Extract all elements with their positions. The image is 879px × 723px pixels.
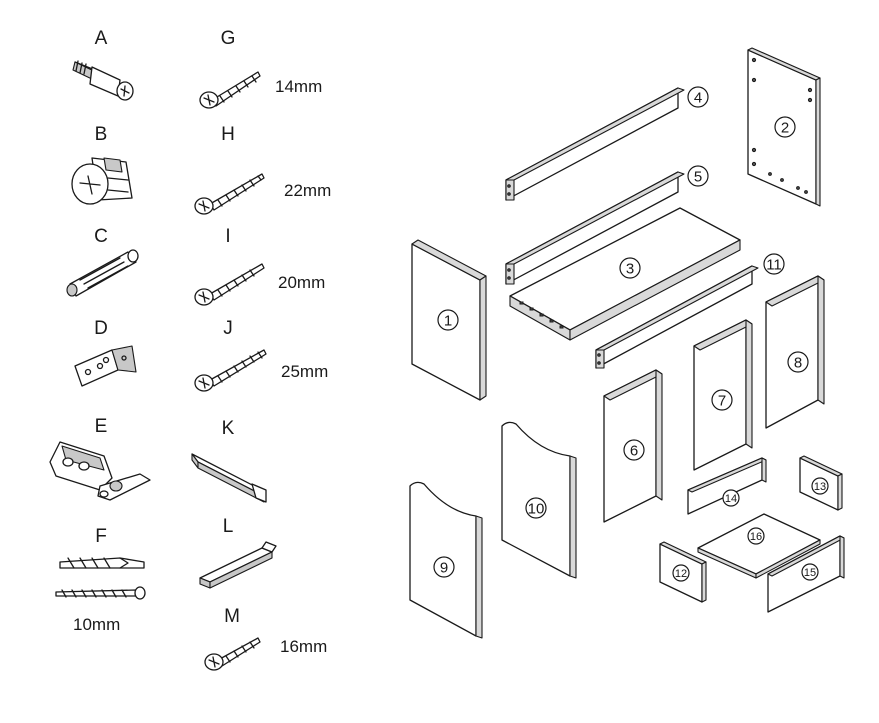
hardware-letter-c: C [94,226,108,247]
part-number-4: 4 [694,90,702,107]
part-number-1: 1 [444,313,452,330]
hardware-size-m: 16mm [280,637,327,656]
wall-plug-and-screw-icon [55,557,146,600]
cam-bolt-icon [72,60,134,101]
panel-3: 3 [509,207,741,341]
cam-lock-icon [71,157,133,205]
screw-icon [204,637,261,671]
hardware-letter-d: D [94,318,108,339]
panel-10: 10 [501,421,577,579]
hardware-size-h: 22mm [284,181,331,200]
hardware-e: E [49,416,151,501]
hardware-size-i: 20mm [278,273,325,292]
part-number-7: 7 [718,393,726,410]
hardware-k: K [191,418,267,503]
handle-icon [199,541,277,589]
panel-2: 2 [747,47,821,207]
hardware-a: A [72,28,134,101]
part-number-5: 5 [694,169,702,186]
part-number-11: 11 [766,257,782,274]
hardware-f: F 10mm [55,526,146,634]
part-number-3: 3 [626,261,634,278]
panel-11: 11 [595,253,785,369]
part-number-10: 10 [528,501,545,518]
hardware-letter-k: K [222,418,235,439]
part-number-9: 9 [440,560,448,577]
hardware-letter-i: I [225,226,230,247]
hardware-letter-b: B [95,124,108,145]
hardware-j: J 25mm [194,318,328,392]
hardware-h: H 22mm [194,124,331,215]
part-number-14: 14 [725,493,737,505]
screw-icon [194,173,265,215]
hardware-letter-f: F [95,526,107,547]
hardware-letter-m: M [224,606,240,627]
hardware-letter-h: H [221,124,235,145]
hardware-size-f: 10mm [73,615,120,634]
hardware-letter-l: L [223,516,234,537]
hardware-b: B [71,124,133,205]
panel-8: 8 [765,275,825,429]
part-number-6: 6 [630,443,638,460]
hardware-m: M 16mm [204,606,327,671]
drawer-runner-icon [191,453,267,503]
hardware-letter-j: J [223,318,233,339]
panel-4: 4 [505,86,709,201]
panel-1: 1 [411,239,487,401]
part-number-8: 8 [794,355,802,372]
panel-14: 14 [687,457,767,515]
angle-bracket-icon [74,345,137,387]
part-number-2: 2 [781,120,789,137]
screw-icon [199,71,261,109]
hardware-letter-e: E [95,416,108,437]
hardware-c: C [66,226,139,297]
panel-7: 7 [693,319,753,471]
panel-5: 5 [505,165,709,285]
hardware-i: I 20mm [194,226,325,306]
panel-15: 15 [767,535,845,613]
hardware-size-g: 14mm [275,77,322,96]
panel-16: 16 [697,513,821,579]
panel-9: 9 [409,481,483,639]
concealed-hinge-icon [49,441,151,501]
screw-icon [194,349,267,392]
panel-6: 6 [603,369,663,523]
wooden-dowel-icon [66,249,139,297]
part-number-13: 13 [814,481,826,493]
hardware-l: L [199,516,277,589]
panel-12: 12 [659,541,707,603]
panel-13: 13 [799,455,843,511]
hardware-letter-a: A [95,28,108,49]
hardware-size-j: 25mm [281,362,328,381]
part-number-16: 16 [750,531,762,543]
part-number-12: 12 [675,568,687,580]
hardware-g: G 14mm [199,28,322,109]
part-number-15: 15 [804,567,816,579]
screw-icon [194,263,265,306]
hardware-d: D [74,318,137,387]
hardware-letter-g: G [221,28,236,49]
